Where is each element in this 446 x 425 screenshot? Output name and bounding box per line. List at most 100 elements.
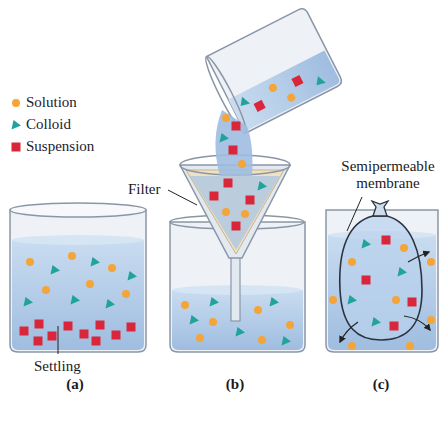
- suspension-particle: [112, 331, 121, 340]
- solution-particle: [348, 258, 356, 266]
- solution-particle: [42, 286, 50, 294]
- bag-knot: [372, 201, 388, 216]
- leader-line: [347, 197, 362, 231]
- solution-swatch: [12, 99, 20, 107]
- colloid-particle: [348, 295, 358, 305]
- leader-line: [168, 190, 197, 205]
- part-label: Semipermeable membrane: [334, 158, 442, 192]
- solution-particle: [254, 306, 262, 314]
- solution-particle: [108, 264, 116, 272]
- solution-particle: [86, 280, 94, 288]
- solution-particle: [26, 258, 34, 266]
- solution-particle: [181, 301, 189, 309]
- solution-particle: [406, 342, 414, 350]
- legend-label: Solution: [26, 94, 77, 111]
- suspension-particle: [64, 322, 73, 331]
- suspension-particle: [96, 321, 105, 330]
- colloid-particle: [91, 257, 101, 267]
- colloid-particle: [313, 74, 326, 87]
- solution-particle: [268, 83, 279, 94]
- colloid-particle: [372, 317, 382, 327]
- funnel-liquid: [190, 176, 280, 250]
- solution-particle: [400, 244, 408, 252]
- pouring-stream: [215, 110, 252, 176]
- suspension-particle: [229, 146, 238, 155]
- suspension-particle: [224, 179, 233, 188]
- suspension-swatch: [12, 143, 21, 152]
- funnel-stem: [231, 255, 240, 321]
- solution-particle: [68, 252, 76, 260]
- diffusion-arrow: [340, 322, 358, 342]
- colloid-particle: [237, 95, 250, 108]
- suspension-particle: [390, 322, 399, 331]
- colloid-particle: [24, 297, 34, 307]
- suspension-particle: [362, 276, 371, 285]
- pouring-beaker: [206, 7, 343, 134]
- solution-particle: [122, 290, 130, 298]
- colloid-particle: [190, 315, 200, 325]
- suspension-particle: [20, 327, 29, 336]
- colloid-particle: [220, 133, 230, 143]
- membrane-bag: [340, 216, 422, 340]
- solution-particle: [241, 210, 249, 218]
- beaker-glass: [326, 210, 438, 352]
- suspension-particle: [246, 196, 255, 205]
- solution-particle: [286, 92, 297, 103]
- funnel: [180, 165, 290, 258]
- suspension-particle: [254, 100, 266, 112]
- suspension-particle: [291, 75, 303, 87]
- panel-letter: (c): [361, 376, 401, 393]
- solution-particle: [329, 296, 337, 304]
- solution-particle: [348, 342, 356, 350]
- suspension-particle: [408, 298, 417, 307]
- water: [228, 50, 341, 131]
- part-label: Filter: [128, 181, 161, 198]
- colloid-particle: [51, 265, 61, 275]
- colloid-particle: [210, 297, 220, 307]
- suspension-particle: [35, 320, 44, 329]
- suspension-particle: [34, 337, 43, 346]
- colloid-particle: [106, 299, 116, 309]
- suspension-particle: [210, 192, 219, 201]
- suspension-particle: [232, 122, 241, 131]
- solution-particle: [209, 318, 217, 326]
- solution-particle: [258, 336, 266, 344]
- solution-particle: [238, 160, 246, 168]
- panel-letter: (b): [215, 376, 255, 393]
- filter-paper: [186, 170, 284, 254]
- solution-particle: [222, 208, 230, 216]
- colloid-swatch: [12, 120, 22, 130]
- suspension-particle: [80, 330, 89, 339]
- beaker-rim: [10, 203, 146, 217]
- colloid-particle: [71, 295, 81, 305]
- water: [12, 240, 144, 350]
- suspension-particle: [232, 222, 241, 231]
- suspension-particle: [92, 337, 101, 346]
- colloid-particle: [258, 181, 268, 191]
- solution-particle: [427, 258, 435, 266]
- legend-label: Suspension: [26, 138, 94, 155]
- diffusion-arrow: [404, 316, 430, 330]
- solution-particle: [286, 321, 294, 329]
- colloid-particle: [236, 327, 246, 337]
- legend-label: Colloid: [26, 116, 71, 133]
- colloid-particle: [282, 336, 292, 346]
- solution-particle: [392, 296, 400, 304]
- suspension-particle: [127, 323, 136, 332]
- suspension-particle: [48, 332, 57, 341]
- panel-letter: (a): [55, 376, 95, 393]
- solution-particle: [196, 334, 204, 342]
- solution-particle: [427, 316, 435, 324]
- beaker-glass: [10, 210, 146, 352]
- solution-particle: [222, 114, 230, 122]
- suspension-particle: [382, 236, 391, 245]
- colloid-particle: [270, 297, 280, 307]
- colloid-particle: [362, 239, 372, 249]
- part-label: Settling: [34, 358, 81, 375]
- leader-line: [58, 326, 59, 354]
- colloid-particle: [398, 267, 408, 277]
- water-surface: [12, 235, 144, 245]
- colloid-particle: [128, 271, 138, 281]
